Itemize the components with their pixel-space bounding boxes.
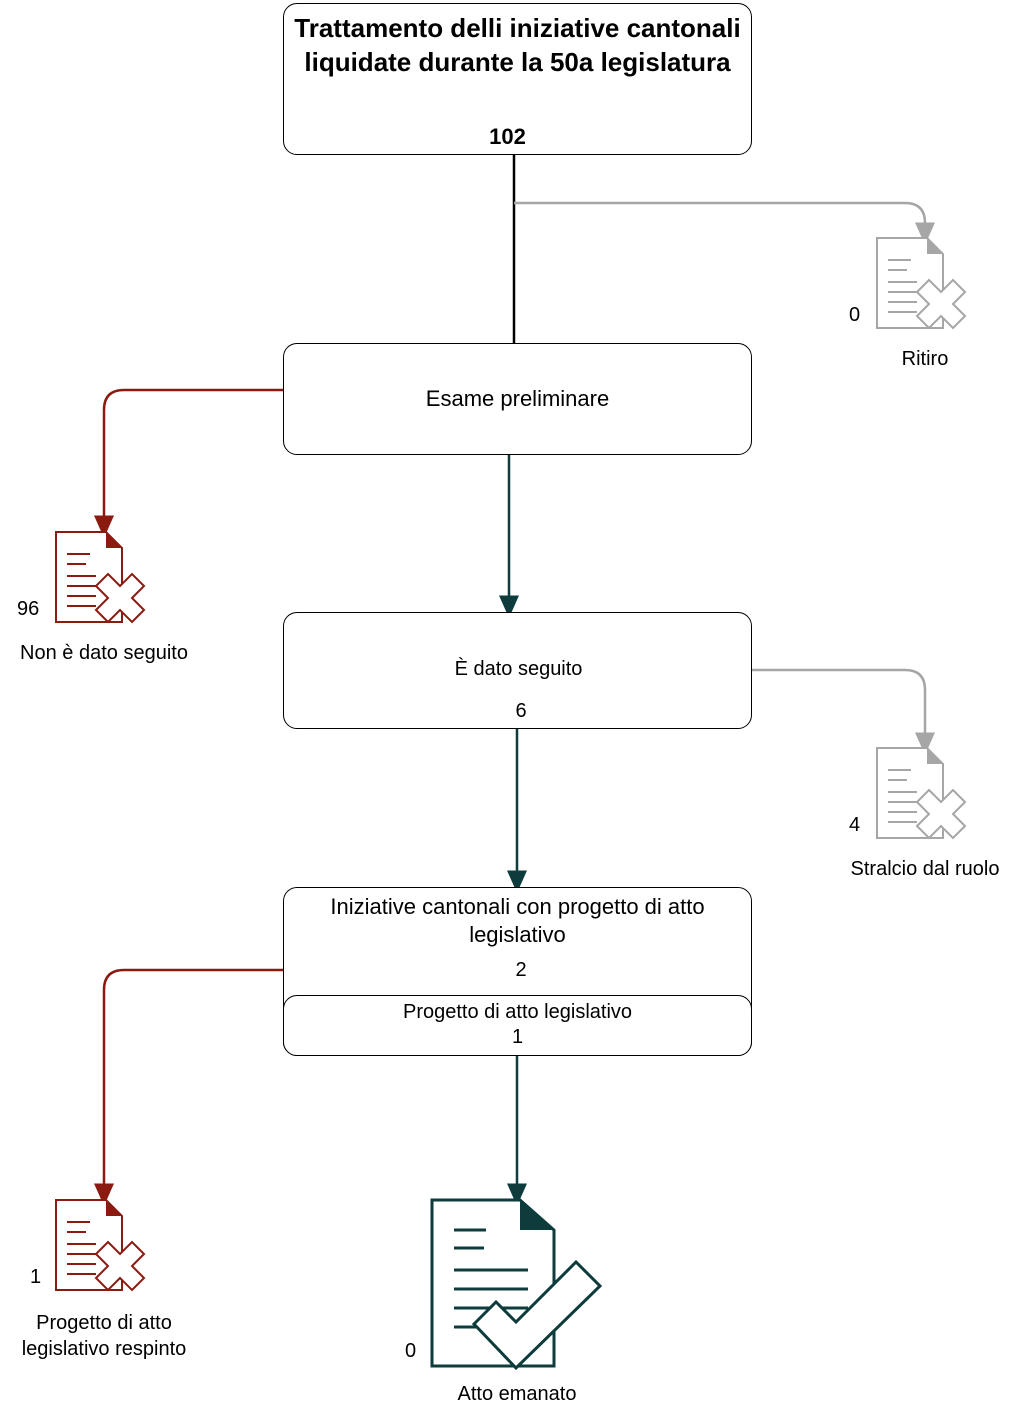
enacted-count: 0 <box>405 1340 417 1362</box>
preliminary-exam-box: Esame preliminare <box>283 343 752 455</box>
removed-label: Stralcio dal ruolo <box>850 858 1000 880</box>
title-box: Trattamento delli iniziative cantonali l… <box>283 3 752 155</box>
not-followed-count: 96 <box>17 598 40 620</box>
enacted-label: Atto emanato <box>457 1383 577 1405</box>
connector-to-removed <box>752 668 935 755</box>
project-label: Progetto di atto legislativo <box>402 1001 633 1023</box>
not-followed-label: Non è dato seguito <box>20 642 188 664</box>
document-cross-icon <box>55 531 146 624</box>
project-count: 1 <box>511 1026 524 1048</box>
connector-to-rejected <box>94 968 283 1206</box>
connector-to-not-followed <box>94 388 283 538</box>
withdrawn-label: Ritiro <box>901 348 949 370</box>
followed-count: 6 <box>515 700 527 722</box>
document-cross-icon <box>876 237 967 330</box>
followed-box: È dato seguito 6 <box>283 612 752 729</box>
document-cross-icon <box>55 1199 146 1292</box>
with-project-box: Iniziative cantonali con progetto di att… <box>283 887 752 1056</box>
diagram-title: Trattamento delli iniziative cantonali l… <box>294 13 741 77</box>
document-cross-icon <box>876 747 967 840</box>
with-project-label: Iniziative cantonali con progetto di att… <box>330 894 705 947</box>
withdrawn-count: 0 <box>849 304 861 326</box>
preliminary-exam-label: Esame preliminare <box>425 386 610 411</box>
rejected-count: 1 <box>30 1266 42 1288</box>
project-subbox: Progetto di atto legislativo 1 <box>283 995 752 1056</box>
connector-to-withdrawn <box>514 201 935 245</box>
removed-count: 4 <box>849 814 861 836</box>
rejected-label: Progetto di atto legislativo respinto <box>21 1312 187 1360</box>
followed-label: È dato seguito <box>454 658 583 680</box>
total-count: 102 <box>489 124 526 149</box>
document-check-icon <box>430 1198 603 1371</box>
with-project-count: 2 <box>515 959 527 981</box>
